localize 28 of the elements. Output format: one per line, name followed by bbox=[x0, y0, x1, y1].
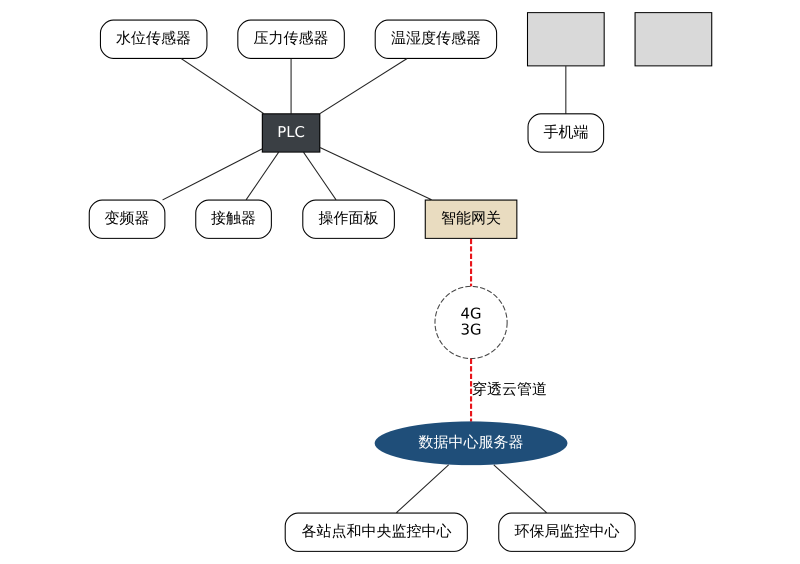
node-box: 各站点和中央监控中心 bbox=[284, 512, 468, 552]
node-box: 操作面板 bbox=[302, 200, 394, 239]
connector bbox=[290, 58, 292, 114]
node-ellipse: 数据中心服务器 bbox=[374, 421, 567, 466]
connector bbox=[395, 464, 448, 514]
node-box: 接触器 bbox=[194, 200, 272, 239]
connector bbox=[470, 358, 472, 422]
node-box: 环保局监控中心 bbox=[498, 512, 636, 552]
connector bbox=[319, 58, 407, 114]
node-circle: 4G 3G bbox=[434, 286, 508, 360]
connector bbox=[492, 464, 546, 514]
connector bbox=[564, 66, 566, 114]
node-box bbox=[526, 12, 604, 66]
node-box: 水位传感器 bbox=[99, 20, 207, 59]
connector bbox=[302, 152, 336, 200]
node-box: 手机端 bbox=[527, 113, 604, 153]
connector bbox=[180, 58, 264, 114]
connector bbox=[162, 148, 262, 200]
node-box: 温湿度传感器 bbox=[374, 20, 497, 59]
node-box: 变频器 bbox=[88, 200, 165, 239]
connector bbox=[245, 152, 279, 200]
node-box bbox=[634, 12, 712, 66]
node-box: PLC bbox=[261, 113, 320, 153]
node-box: 压力传感器 bbox=[236, 20, 344, 59]
connector bbox=[319, 147, 432, 200]
node-box: 智能网关 bbox=[424, 200, 517, 239]
connector bbox=[470, 238, 472, 286]
edge-label: 穿透云管道 bbox=[471, 380, 546, 398]
